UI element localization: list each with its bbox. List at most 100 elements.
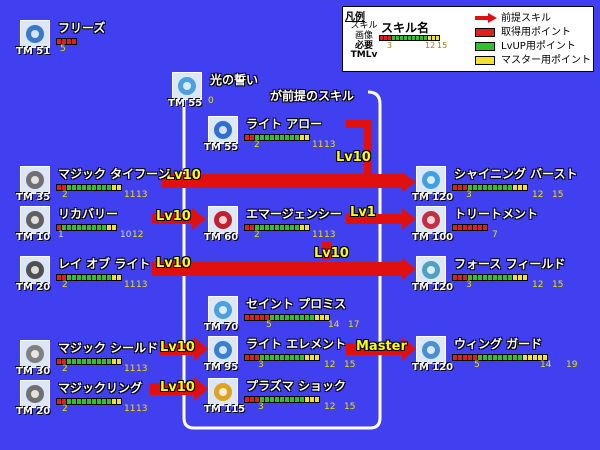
master-point-segment (320, 315, 324, 320)
master-point-segment (305, 225, 309, 230)
lvup-point-segment (275, 135, 279, 140)
skill-name: レイ オブ ライト (58, 257, 151, 271)
arrow-emergency-down (322, 242, 332, 260)
lvup-point-segment (295, 355, 299, 360)
lvup-point-segment (255, 225, 259, 230)
skill-point-number: 19 (566, 360, 578, 370)
skill-point-number: 1 (58, 230, 64, 240)
lvup-point-segment (285, 135, 289, 140)
lvup-point-segment (82, 275, 86, 280)
legend-item-acquire: 取得用ポイント (475, 23, 571, 38)
swirl-icon (20, 166, 50, 194)
lvup-point-segment (290, 397, 294, 402)
skill-name: マジック タイフーン (58, 167, 170, 181)
lvup-point-segment (503, 185, 507, 190)
acquire-point-segment (463, 275, 467, 280)
legend: 凡例 スキル 画像 必要 TMLv スキル名 3 12 15 前提スキル 取得用… (342, 6, 594, 72)
master-point-segment (305, 397, 309, 402)
master-point-segment (117, 185, 121, 190)
skill-name: フォース フィールド (454, 257, 566, 271)
master-point-segment (523, 355, 527, 360)
lvup-point-segment (260, 397, 264, 402)
skill-point-number: 13 (324, 230, 336, 240)
arrow-ring-plasma (150, 383, 196, 395)
lvup-point-segment (102, 359, 106, 364)
skill-point-number: 2 (62, 364, 68, 374)
legend-icon-caption: スキル 画像 必要 TMLv (350, 21, 378, 60)
acquire-point-segment (468, 225, 472, 230)
skill-point-number: 11 (124, 364, 136, 374)
skill-point-bar (244, 354, 320, 361)
master-point-segment (112, 399, 116, 404)
skill-point-number: 5 (266, 320, 272, 330)
skill-tm-requirement: TM 55 (204, 142, 239, 153)
master-point-segment (112, 185, 116, 190)
lvup-point-segment (82, 399, 86, 404)
skill-point-bar (452, 224, 488, 231)
lvup-point-segment (77, 399, 81, 404)
skill-point-number: 14 (540, 360, 552, 370)
acquire-point-segment (245, 315, 249, 320)
lvup-point-segment (508, 185, 512, 190)
acquire-point-segment (62, 185, 66, 190)
lvup-point-segment (310, 315, 314, 320)
lvup-point-segment (508, 355, 512, 360)
master-point-segment (523, 275, 527, 280)
lvup-point-segment (72, 225, 76, 230)
skill-point-number: 12 (132, 230, 144, 240)
acquire-point-segment (473, 225, 477, 230)
lvup-point-segment (488, 185, 492, 190)
lvup-point-segment (295, 135, 299, 140)
skill-tm-requirement: TM 120 (412, 282, 454, 293)
acquire-point-segment (250, 397, 254, 402)
heart-icon (208, 206, 238, 234)
lvup-point-segment (92, 359, 96, 364)
skill-point-number: 12 (324, 402, 336, 412)
lvup-point-segment (493, 185, 497, 190)
acquire-point-segment (453, 275, 457, 280)
lvup-point-segment (275, 397, 279, 402)
master-point-segment (513, 185, 517, 190)
lvup-point-segment (290, 355, 294, 360)
acquire-point-segment (57, 39, 61, 44)
acquire-point-segment (67, 39, 71, 44)
skill-name: フリーズ (58, 21, 106, 35)
lvup-point-segment (260, 135, 264, 140)
lvup-point-segment (87, 185, 91, 190)
prerequisite-bracket (182, 104, 382, 430)
lvup-point-segment (102, 225, 106, 230)
lvup-point-segment (290, 225, 294, 230)
master-point-segment (300, 135, 304, 140)
master-point-segment (305, 135, 309, 140)
skill-point-bar (56, 274, 122, 281)
lvup-point-segment (87, 359, 91, 364)
legend-title: 凡例 (345, 12, 365, 23)
master-point-segment (523, 185, 527, 190)
lvup-point-segment (255, 135, 259, 140)
lvup-point-segment (102, 275, 106, 280)
skill-name: セイント プロミス (246, 297, 347, 311)
burst-icon (416, 166, 446, 194)
lvup-point-segment (67, 185, 71, 190)
skill-point-bar (452, 184, 528, 191)
acquire-point-segment (245, 135, 249, 140)
lvup-point-segment (62, 225, 66, 230)
lvup-point-segment (270, 315, 274, 320)
